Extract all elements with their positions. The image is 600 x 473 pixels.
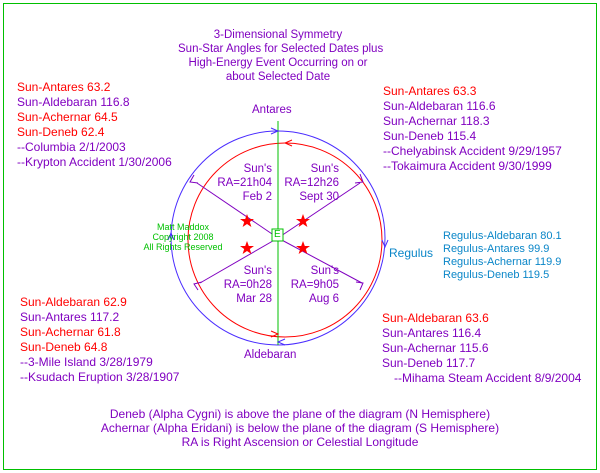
quadrant-top-right: Sun's RA=12h26 Sept 30: [279, 162, 339, 204]
star-markers: [240, 214, 310, 254]
orbit-arrows: [167, 127, 389, 346]
diagram-border: [3, 3, 597, 470]
block-line: Sun-Deneb 62.4: [17, 125, 105, 139]
quadrant-label: Sun's: [310, 163, 339, 175]
quadrant-date: Aug 6: [308, 293, 339, 305]
copyright-line-3: All Rights Reserved: [143, 242, 223, 252]
arrow-bottom-inner: [270, 330, 280, 338]
block-line: Regulus-Deneb 119.5: [443, 269, 550, 281]
arrow-upper-left: [189, 174, 199, 184]
block-line: Sun-Aldebaran 62.9: [20, 295, 127, 309]
block-bottom-right: Sun-Aldebaran 63.6 Sun-Antares 116.4 Sun…: [382, 311, 581, 386]
quadrant-date: Mar 28: [236, 293, 272, 305]
star-bottom-left: [240, 241, 254, 254]
title-line-2: Sun-Star Angles for Selected Dates plus: [178, 43, 384, 55]
star-top-right: [296, 214, 310, 227]
block-line: Sun-Achernar 115.6: [382, 341, 489, 355]
arrow-lower-right: [355, 281, 364, 291]
block-line: Sun-Achernar 64.5: [17, 110, 118, 124]
block-line: Sun-Achernar 61.8: [20, 325, 121, 339]
star-top-left: [240, 214, 254, 227]
block-top-right: Sun-Antares 63.3 Sun-Aldebaran 116.6 Sun…: [383, 84, 562, 174]
block-line: --Mihama Steam Accident 8/9/2004: [394, 371, 582, 385]
block-line: --Ksudach Eruption 3/28/1907: [20, 370, 180, 384]
quadrant-ra: RA=12h26: [284, 177, 339, 189]
copyright-notice: Matt Maddox Copyright 2008 All Rights Re…: [133, 222, 233, 252]
block-line: Sun-Antares 63.3: [383, 84, 477, 98]
block-line: --Tokaimura Accident 9/30/1999: [383, 159, 552, 173]
label-antares: Antares: [252, 104, 292, 116]
spoke-top-left: [196, 182, 279, 239]
label-regulus: Regulus: [389, 246, 434, 260]
block-bottom-left: Sun-Aldebaran 62.9 Sun-Antares 117.2 Sun…: [20, 295, 179, 385]
title-line-4: about Selected Date: [225, 71, 331, 83]
title-line-3: High-Energy Event Occurring on or: [188, 57, 368, 69]
block-line: --Chelyabinsk Accident 9/29/1957: [383, 144, 562, 158]
earth-label: E: [274, 229, 281, 240]
block-line: Regulus-Antares 99.9: [443, 243, 550, 255]
block-line: Sun-Aldebaran 116.8: [17, 95, 130, 109]
star-bottom-right: [296, 241, 310, 254]
block-line: Sun-Aldebaran 63.6: [382, 311, 489, 325]
block-line: Sun-Antares 117.2: [20, 310, 120, 324]
arrow-lower-left: [193, 281, 203, 291]
block-line: --3-Mile Island 3/28/1979: [20, 355, 153, 369]
block-line: Sun-Antares 63.2: [17, 80, 111, 94]
copyright-line-2: Copyright 2008: [152, 232, 214, 242]
arrow-top-outer: [270, 127, 280, 135]
quadrant-label: Sun's: [310, 265, 339, 277]
arrow-upper-right: [354, 173, 364, 184]
quadrant-date: Feb 2: [242, 191, 272, 203]
block-line: Regulus-Achernar 119.9: [443, 256, 562, 268]
quadrant-label: Sun's: [243, 163, 272, 175]
spoke-top-right: [277, 182, 361, 239]
block-line: Sun-Deneb 117.7: [382, 356, 476, 370]
footer-line-2: Achernar (Alpha Eridani) is below the pl…: [100, 421, 500, 435]
quadrant-ra: RA=21h04: [217, 177, 272, 189]
block-line: Regulus-Aldebaran 80.1: [443, 230, 562, 242]
block-line: Sun-Deneb 115.4: [383, 129, 477, 143]
diagram-title: 3-Dimensional Symmetry Sun-Star Angles f…: [178, 28, 384, 84]
arrow-right-outer: [381, 239, 389, 249]
spoke-bottom-left: [199, 237, 279, 284]
block-top-left: Sun-Antares 63.2 Sun-Aldebaran 116.8 Sun…: [17, 80, 172, 170]
spoke-bottom-right: [277, 237, 363, 284]
block-line: Sun-Achernar 118.3: [383, 114, 490, 128]
diagram-footer: Deneb (Alpha Cygni) is above the plane o…: [60, 407, 540, 449]
quadrant-date: Sept 30: [299, 191, 339, 203]
footer-line-1: Deneb (Alpha Cygni) is above the plane o…: [109, 407, 491, 421]
quadrant-label: Sun's: [243, 265, 272, 277]
block-line: Sun-Antares 116.4: [382, 326, 482, 340]
arrow-top-inner: [283, 139, 293, 147]
copyright-line-1: Matt Maddox: [156, 222, 210, 232]
earth-marker-box: [271, 228, 284, 242]
arrow-bottom-outer: [276, 338, 286, 346]
quadrant-bottom-left: Sun's RA=0h28 Mar 28: [212, 264, 272, 306]
title-line-1: 3-Dimensional Symmetry: [213, 29, 343, 41]
block-line: Sun-Aldebaran 116.6: [383, 99, 496, 113]
quadrant-ra: RA=0h28: [223, 279, 272, 291]
arrow-left-outer: [167, 231, 175, 241]
label-aldebaran: Aldebaran: [244, 349, 297, 361]
block-line: --Columbia 2/1/2003: [17, 140, 126, 154]
quadrant-bottom-right: Sun's RA=9h05 Aug 6: [279, 264, 339, 306]
block-line: --Krypton Accident 1/30/2006: [17, 155, 172, 169]
block-regulus: Regulus-Aldebaran 80.1 Regulus-Antares 9…: [443, 230, 562, 282]
footer-line-3: RA is Right Ascension or Celestial Longi…: [181, 435, 419, 449]
quadrant-top-left: Sun's RA=21h04 Feb 2: [212, 162, 272, 204]
quadrant-ra: RA=9h05: [290, 279, 339, 291]
block-line: Sun-Deneb 64.8: [20, 340, 108, 354]
